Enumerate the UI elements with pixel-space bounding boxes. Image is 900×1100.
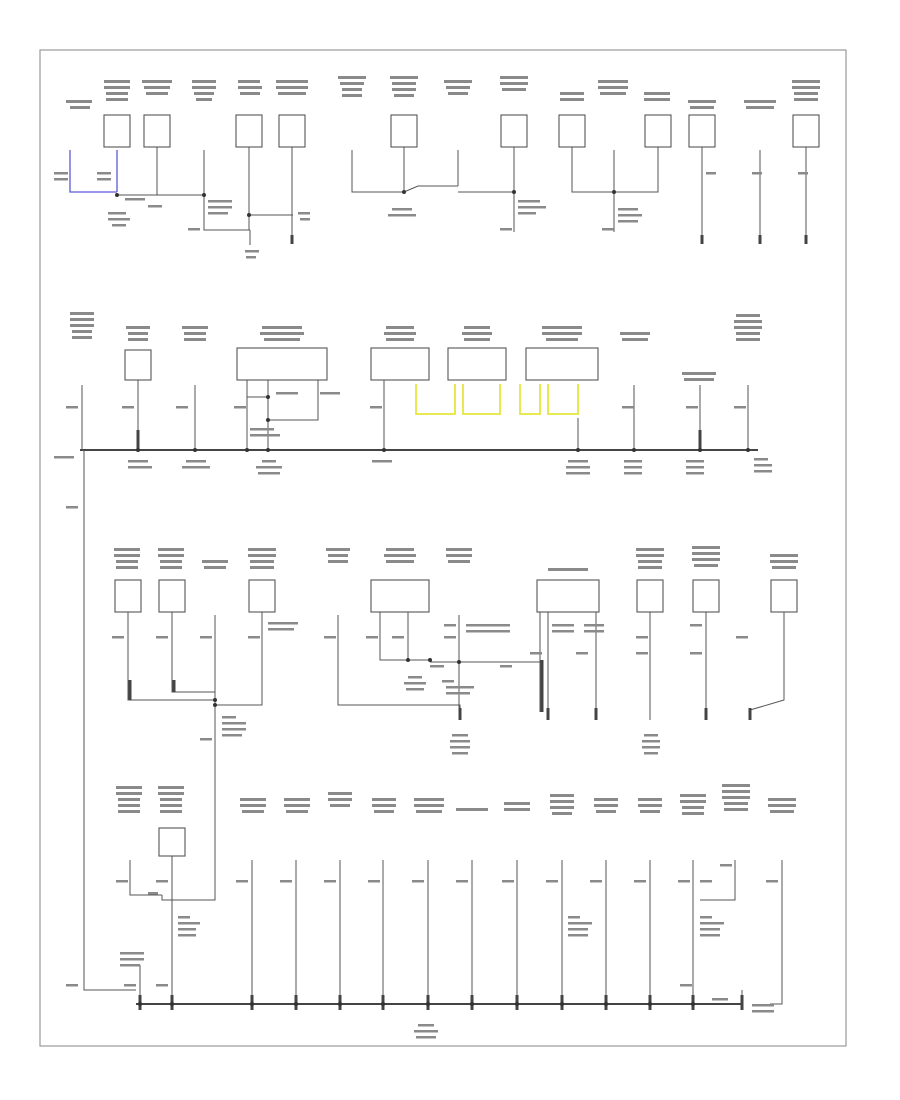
row-4-labels [116, 784, 796, 815]
component-box [124, 349, 152, 381]
row-1-splices [115, 190, 616, 217]
component-box [143, 114, 171, 148]
component-box [158, 579, 186, 613]
component-box-wide [370, 347, 430, 381]
component-box-wide [525, 347, 599, 381]
row-2-components [54, 312, 772, 991]
component-box [644, 114, 672, 148]
row-3-terminals [128, 660, 752, 720]
component-box [692, 579, 720, 613]
component-box [158, 827, 186, 857]
component-box [278, 114, 306, 148]
component-box [114, 579, 142, 613]
component-box [235, 114, 263, 148]
row-2-wires [81, 380, 749, 991]
component-box [770, 579, 798, 613]
row-1-wire-labels [54, 172, 808, 259]
row-3-splices [213, 658, 461, 707]
row-3-wire-labels [112, 622, 748, 755]
row-3-components [112, 546, 798, 901]
row-2-splices [136, 395, 750, 452]
diagram-frame [39, 49, 847, 1047]
component-box [103, 114, 131, 148]
row-1-wires [117, 147, 807, 245]
highlight-wire-yellow [415, 384, 579, 415]
component-box [688, 114, 716, 148]
row-2-terminals [136, 430, 702, 450]
row-2-labels [70, 312, 762, 381]
component-box-wide [236, 347, 328, 381]
component-box-wide [447, 347, 507, 381]
component-box-wide [536, 579, 600, 613]
row-3-labels [114, 546, 798, 571]
component-box-wide [370, 579, 430, 613]
row-4-wires [129, 856, 783, 1005]
row-1-terminals [290, 235, 808, 244]
highlight-wire-blue [69, 150, 118, 193]
component-box [558, 114, 586, 148]
component-box [792, 114, 820, 148]
component-box [500, 114, 528, 148]
row-4-splices [137, 1001, 696, 1007]
row-4-wire-labels [66, 864, 778, 1039]
component-box [636, 579, 664, 613]
row-1-labels [66, 76, 820, 109]
component-box [390, 114, 418, 148]
row-4-terminals [138, 995, 744, 1010]
component-box [248, 579, 276, 613]
row-3-wires [127, 612, 785, 901]
row-2-wire-labels [54, 392, 772, 509]
row-1-components [54, 76, 820, 259]
row-4-components [66, 784, 796, 1039]
